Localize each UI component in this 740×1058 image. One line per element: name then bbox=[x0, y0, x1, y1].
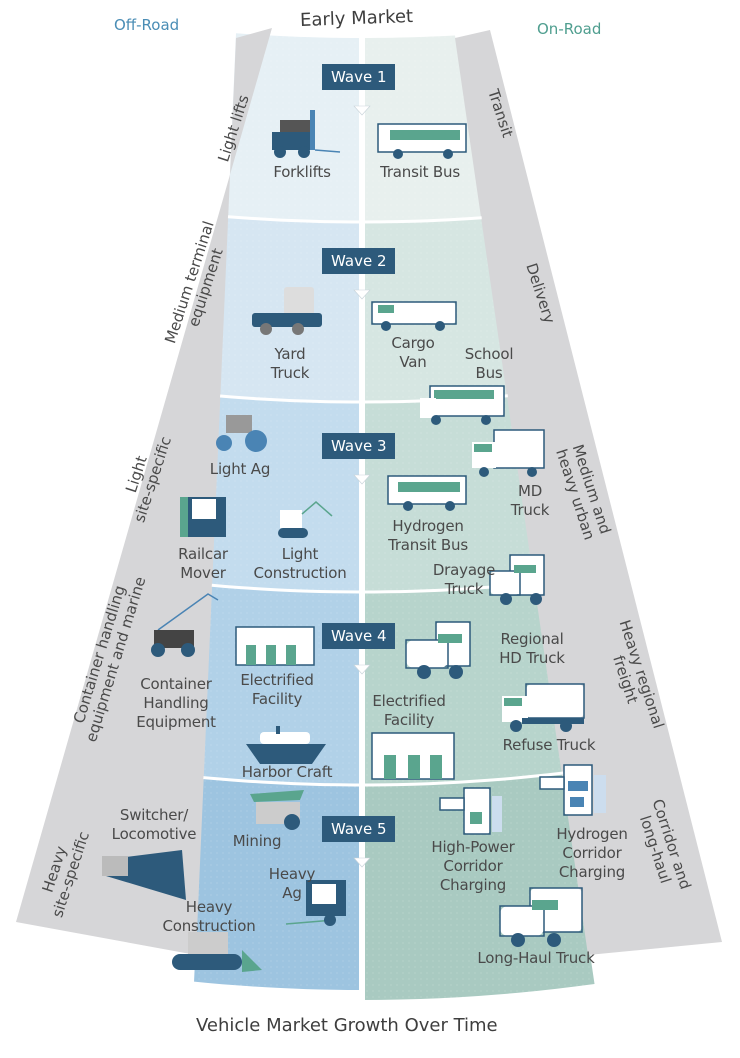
down-arrow-icon bbox=[353, 474, 371, 485]
item-school-bus-label: School Bus bbox=[464, 345, 514, 382]
wave-1-badge: Wave 1 bbox=[322, 64, 396, 90]
semi-truck-icon bbox=[489, 554, 545, 605]
wave-5-badge: Wave 5 bbox=[322, 816, 396, 842]
combine-icon bbox=[285, 880, 346, 926]
item-regional-hd-truck-label: Regional HD Truck bbox=[499, 630, 565, 667]
item-cargo-van-label: Cargo Van bbox=[391, 334, 435, 371]
early-market-title: Early Market bbox=[299, 6, 414, 31]
on-road-band-strip bbox=[455, 30, 722, 955]
item-high-power-charging-label: High-Power Corridor Charging bbox=[431, 838, 515, 894]
item-container-handling-label: Container Handling Equipment bbox=[136, 675, 216, 731]
item-hydrogen-charging-label: Hydrogen Corridor Charging bbox=[556, 825, 628, 881]
van-icon bbox=[371, 301, 457, 331]
down-arrow-icon bbox=[353, 105, 371, 116]
refuse-truck-icon bbox=[502, 683, 585, 732]
wave-3-badge: Wave 3 bbox=[322, 433, 396, 459]
excavator-icon bbox=[278, 501, 333, 538]
bus-icon bbox=[387, 475, 467, 511]
wave-2-badge: Wave 2 bbox=[322, 248, 396, 274]
item-md-truck-label: MD Truck bbox=[510, 482, 550, 519]
item-harbor-craft-label: Harbor Craft bbox=[241, 763, 333, 781]
down-arrow-icon bbox=[353, 857, 371, 868]
item-hydrogen-transit-bus-label: Hydrogen Transit Bus bbox=[388, 517, 468, 554]
sleeper-truck-icon bbox=[499, 887, 583, 947]
down-arrow-icon bbox=[353, 289, 371, 300]
h2-charger-icon bbox=[539, 764, 606, 816]
wave-boundary bbox=[227, 215, 482, 224]
center-divider bbox=[359, 20, 365, 1015]
school-bus-icon bbox=[420, 385, 505, 425]
charger-icon bbox=[439, 787, 502, 835]
locomotive-icon bbox=[102, 850, 186, 900]
item-transit-bus-label: Transit Bus bbox=[380, 163, 460, 181]
item-forklifts-label: Forklifts bbox=[273, 163, 331, 181]
item-switcher-locomotive-label: Switcher/ Locomotive bbox=[111, 806, 197, 843]
bulldozer-icon bbox=[172, 932, 262, 972]
off-road-title: Off-Road bbox=[114, 16, 180, 34]
item-refuse-truck-label: Refuse Truck bbox=[502, 736, 596, 754]
wave-4-badge: Wave 4 bbox=[322, 623, 396, 649]
texture bbox=[362, 773, 595, 1000]
railcar-mover-icon bbox=[180, 497, 226, 537]
item-railcar-mover-label: Railcar Mover bbox=[178, 545, 228, 582]
bus-icon bbox=[377, 123, 467, 159]
texture bbox=[194, 777, 362, 990]
off-road-band-strip bbox=[16, 28, 272, 955]
wave-boundary bbox=[203, 771, 564, 787]
wave-boundary bbox=[211, 581, 536, 594]
item-long-haul-truck-label: Long-Haul Truck bbox=[477, 949, 595, 967]
item-electrified-facility-onroad-label: Electrified Facility bbox=[372, 692, 446, 729]
item-yard-truck-label: Yard Truck bbox=[270, 345, 310, 382]
box-truck-icon bbox=[472, 429, 545, 477]
down-arrow-icon bbox=[353, 664, 371, 675]
mining-truck-icon bbox=[250, 790, 304, 830]
item-mining-label: Mining bbox=[232, 832, 282, 850]
item-drayage-truck-label: Drayage Truck bbox=[432, 561, 496, 598]
yard-truck-icon bbox=[252, 287, 322, 335]
x-axis-title: Vehicle Market Growth Over Time bbox=[196, 1015, 498, 1036]
facility-icon bbox=[371, 732, 455, 780]
reach-stacker-icon bbox=[151, 593, 219, 657]
tractor-icon bbox=[216, 415, 267, 452]
item-electrified-facility-offroad-label: Electrified Facility bbox=[240, 671, 314, 708]
item-heavy-ag-label: Heavy Ag bbox=[268, 865, 316, 902]
facility-icon bbox=[235, 626, 315, 666]
boat-icon bbox=[246, 726, 326, 764]
item-heavy-construction-label: Heavy Construction bbox=[162, 898, 256, 935]
on-road-title: On-Road bbox=[537, 20, 602, 38]
item-light-construction-label: Light Construction bbox=[253, 545, 347, 582]
item-light-ag-label: Light Ag bbox=[209, 460, 271, 478]
forklift-icon bbox=[272, 110, 341, 158]
semi-truck-icon bbox=[405, 621, 471, 679]
